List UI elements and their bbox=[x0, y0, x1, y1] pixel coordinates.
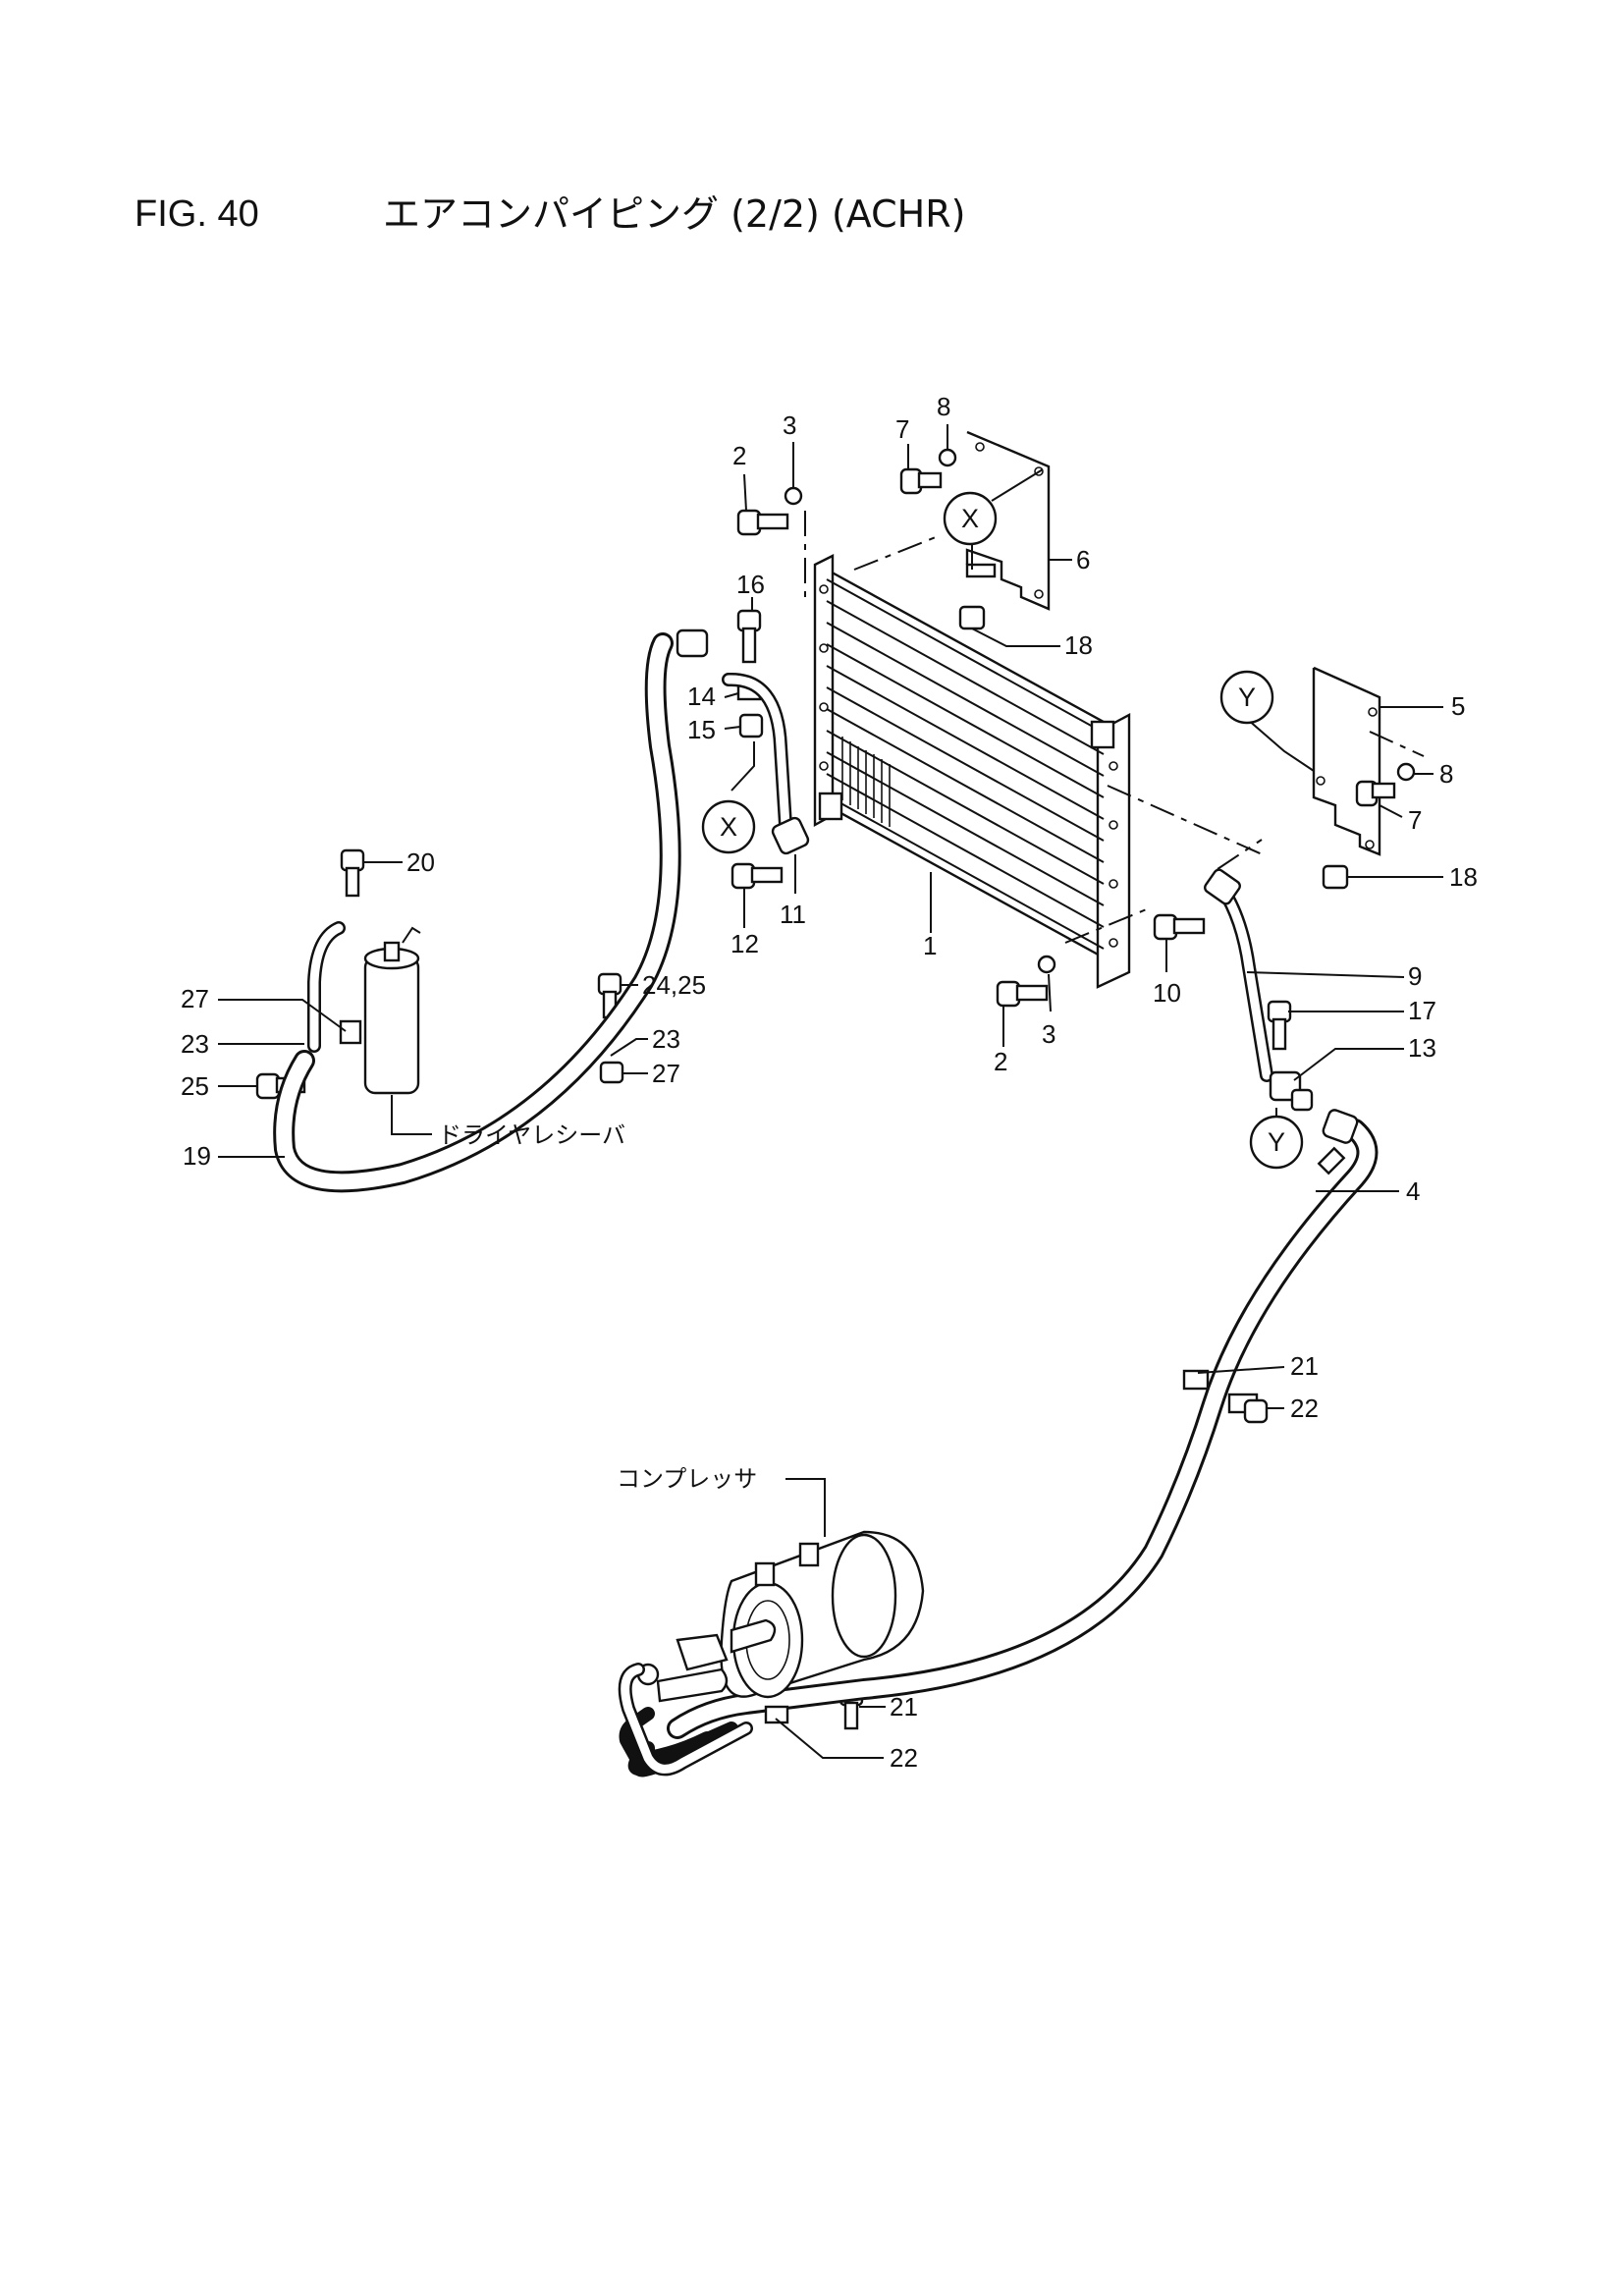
part-label: 23 bbox=[652, 1024, 680, 1054]
bolt-16 bbox=[736, 609, 762, 664]
ref-mark-x-upper: X bbox=[943, 491, 998, 546]
part-label: 27 bbox=[181, 984, 209, 1013]
condenser bbox=[813, 554, 1131, 989]
part-labels: 1 2 2 3 3 4 5 6 7 7 8 8 9 10 11 12 13 14… bbox=[181, 392, 1478, 1773]
figure-title: エアコンパイピング (2/2) (ACHR) bbox=[383, 192, 966, 236]
compressor-label: コンプレッサ bbox=[617, 1465, 757, 1493]
part-label: 22 bbox=[890, 1743, 918, 1773]
bolt-2-lower bbox=[996, 955, 1056, 1008]
part-label: 24,25 bbox=[642, 970, 706, 1000]
part-label: 19 bbox=[183, 1141, 211, 1171]
hose-condenser-to-drier bbox=[273, 632, 681, 1193]
part-label: 2 bbox=[732, 441, 746, 470]
svg-text:Y: Y bbox=[1268, 1127, 1285, 1157]
part-label: 7 bbox=[895, 414, 909, 444]
ref-mark-x-lower: X bbox=[701, 799, 756, 854]
part-label: 23 bbox=[181, 1029, 209, 1059]
bolt-7-upper bbox=[899, 448, 957, 495]
part-label: 17 bbox=[1408, 996, 1436, 1025]
bolt-17 bbox=[1267, 1000, 1292, 1051]
svg-text:X: X bbox=[961, 504, 979, 533]
part-label: 12 bbox=[730, 929, 759, 958]
part-label: 5 bbox=[1451, 691, 1465, 721]
bracket-upper bbox=[965, 430, 1051, 611]
bolt-10 bbox=[1153, 913, 1206, 941]
part-label: 6 bbox=[1076, 545, 1090, 574]
part-label: 16 bbox=[736, 570, 765, 599]
part-label: 10 bbox=[1153, 978, 1181, 1008]
part-label: 25 bbox=[181, 1071, 209, 1101]
drier-receiver-label: ドライヤレシーバ bbox=[438, 1121, 625, 1149]
part-label: 13 bbox=[1408, 1033, 1436, 1063]
compressor bbox=[636, 1530, 925, 1703]
nut-18-right bbox=[1322, 864, 1349, 890]
part-label: 3 bbox=[783, 410, 796, 440]
leader-lines bbox=[218, 424, 1443, 1759]
part-label: 20 bbox=[406, 847, 435, 877]
collar-15 bbox=[738, 713, 764, 738]
part-label: 8 bbox=[1439, 759, 1453, 789]
part-label: 1 bbox=[923, 931, 937, 960]
part-label: 18 bbox=[1064, 630, 1093, 660]
part-label: 3 bbox=[1042, 1019, 1055, 1049]
part-label: 22 bbox=[1290, 1394, 1319, 1423]
part-label: 21 bbox=[890, 1692, 918, 1722]
part-label: 4 bbox=[1406, 1176, 1420, 1206]
ref-mark-y-lower: Y bbox=[1249, 1115, 1304, 1170]
ref-mark-y-upper: Y bbox=[1219, 670, 1274, 725]
bracket-right bbox=[1312, 666, 1425, 856]
part-label: 21 bbox=[1290, 1351, 1319, 1381]
part-label: 7 bbox=[1408, 805, 1422, 835]
part-label: 18 bbox=[1449, 862, 1478, 892]
part-label: 14 bbox=[687, 682, 716, 711]
bolt-7-right bbox=[1355, 762, 1416, 807]
bolt-20 bbox=[340, 848, 365, 898]
part-label: 9 bbox=[1408, 961, 1422, 991]
part-label: 15 bbox=[687, 715, 716, 744]
bolt-24-25 bbox=[597, 972, 622, 1019]
bolt-22-upper bbox=[1227, 1393, 1269, 1424]
clamp-22-lower bbox=[764, 1705, 789, 1724]
svg-text:Y: Y bbox=[1238, 683, 1256, 712]
bolt-12 bbox=[730, 862, 784, 890]
figure-number: FIG. 40 bbox=[135, 193, 259, 235]
nut-18-upper bbox=[958, 605, 986, 630]
bolt-2-upper bbox=[736, 486, 803, 536]
drier-receiver bbox=[339, 926, 421, 1095]
svg-text:X: X bbox=[720, 812, 737, 842]
nut-27-mid bbox=[599, 1061, 624, 1084]
part-label: 8 bbox=[937, 392, 950, 421]
part-label: 2 bbox=[994, 1047, 1007, 1076]
part-label: 27 bbox=[652, 1059, 680, 1088]
clamp-21-upper bbox=[1182, 1369, 1210, 1391]
part-label: 11 bbox=[780, 900, 806, 929]
